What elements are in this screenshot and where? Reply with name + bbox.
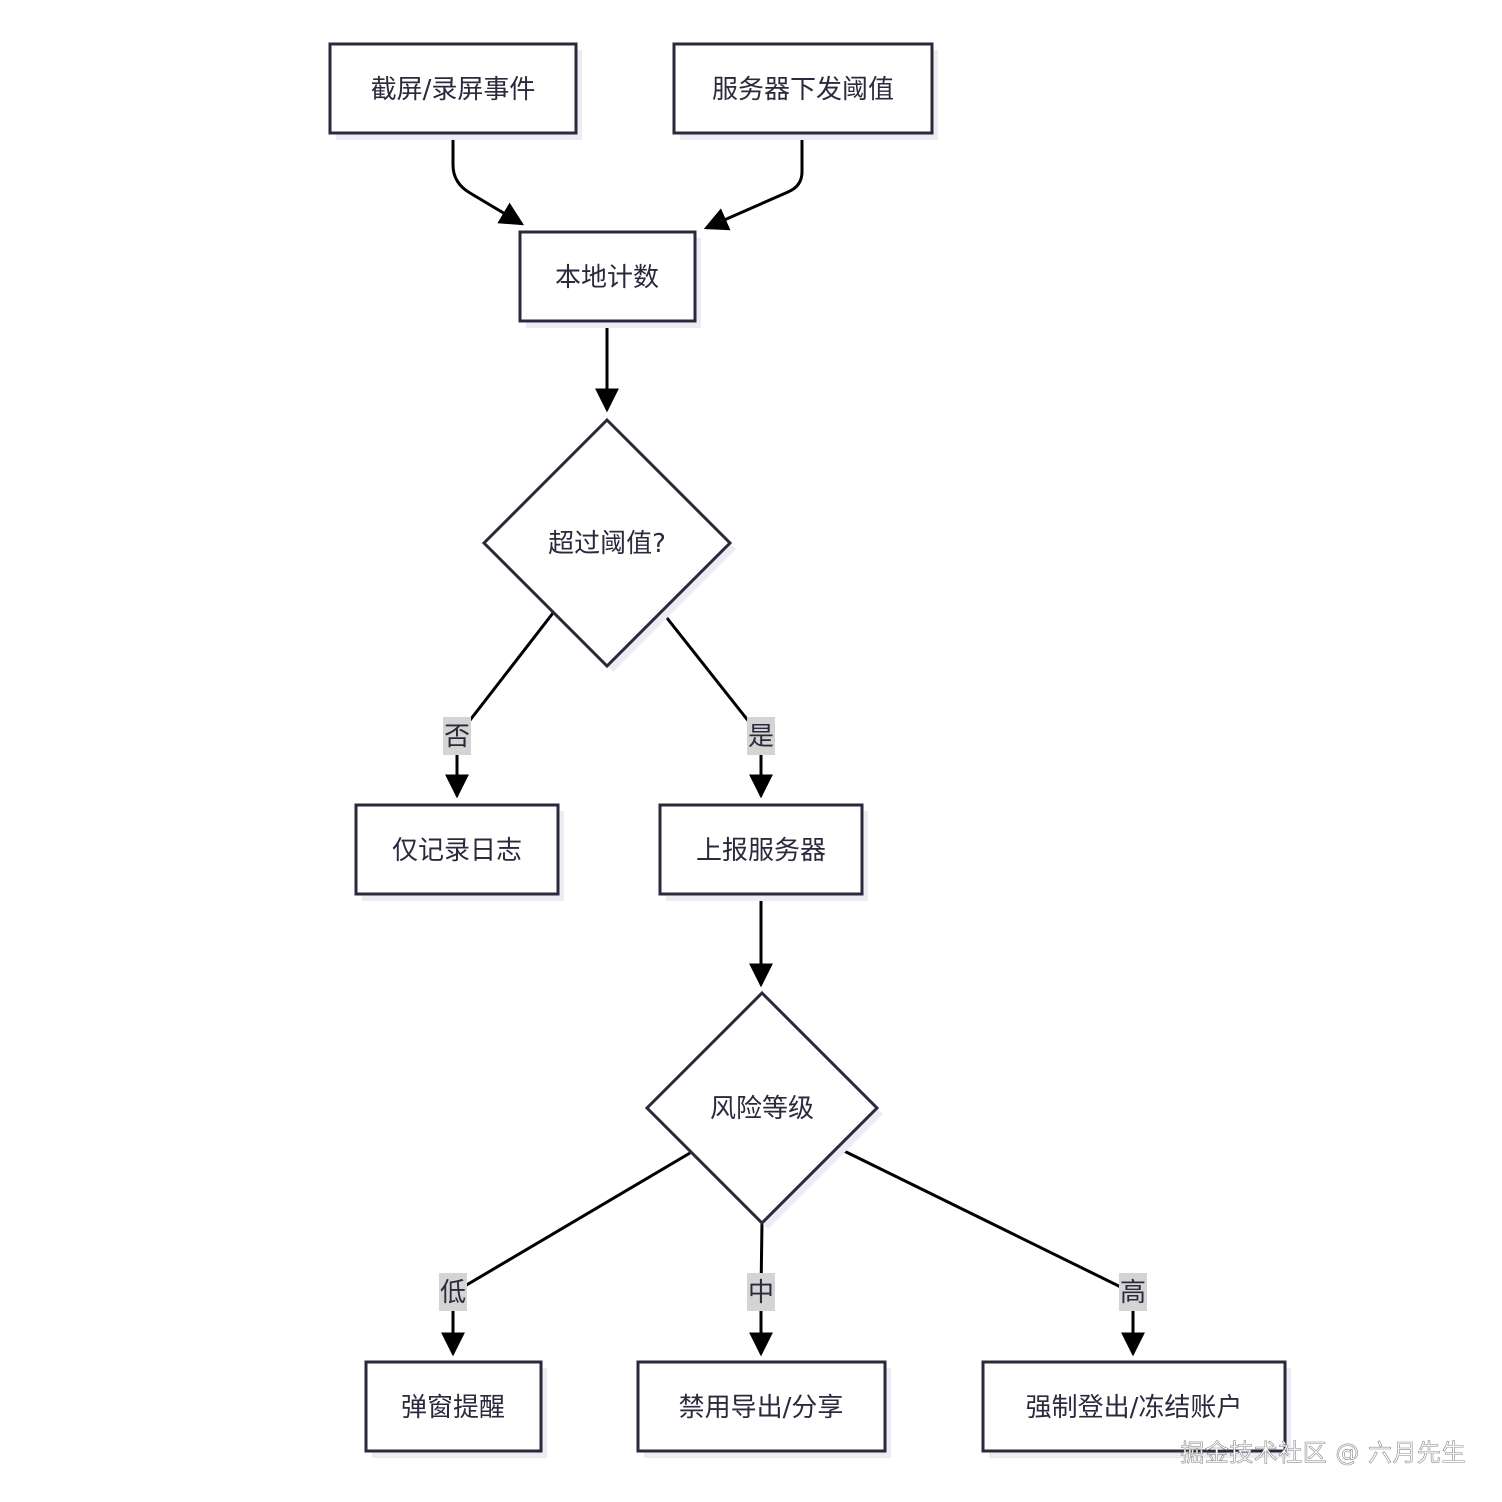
edge-risk-to-logout — [837, 1146, 1145, 1357]
node-risk-level-label: 风险等级 — [710, 1094, 814, 1124]
edge-label-no: 否 — [443, 717, 471, 755]
edge-decision-to-report — [661, 612, 773, 799]
edge-decision-to-log — [445, 612, 555, 799]
node-disable-export-label: 禁用导出/分享 — [679, 1393, 844, 1423]
watermark: 掘金技术社区 @ 六月先生 — [1180, 1439, 1466, 1468]
node-popup-reminder: 弹窗提醒 — [364, 1360, 547, 1458]
node-log-only: 仅记录日志 — [354, 803, 564, 901]
node-disable-export: 禁用导出/分享 — [636, 1360, 891, 1458]
edge-label-low-text: 低 — [440, 1278, 466, 1308]
edge-label-yes-text: 是 — [748, 722, 774, 752]
edge-threshold-to-count — [703, 133, 804, 231]
edge-label-medium-text: 中 — [748, 1278, 774, 1308]
edge-capture-to-count — [451, 133, 525, 226]
node-log-only-label: 仅记录日志 — [392, 836, 522, 866]
edge-labels: 否 是 低 中 高 — [439, 717, 1147, 1311]
edge-label-no-text: 否 — [444, 722, 470, 752]
node-capture-event: 截屏/录屏事件 — [328, 42, 582, 140]
edge-label-low: 低 — [439, 1273, 467, 1311]
nodes: 截屏/录屏事件 服务器下发阈值 本地计数 超过阈值? 仅记录日志 — [328, 42, 1291, 1458]
node-local-count: 本地计数 — [518, 230, 701, 328]
node-report-server: 上报服务器 — [658, 803, 868, 901]
node-server-threshold-label: 服务器下发阈值 — [712, 75, 894, 105]
node-popup-reminder-label: 弹窗提醒 — [401, 1393, 505, 1423]
edge-risk-to-popup — [441, 1151, 691, 1357]
node-report-server-label: 上报服务器 — [696, 836, 826, 866]
edge-label-medium: 中 — [747, 1273, 775, 1311]
edge-label-high-text: 高 — [1120, 1278, 1146, 1308]
edge-label-high: 高 — [1119, 1273, 1147, 1311]
node-exceed-threshold-label: 超过阈值? — [548, 529, 666, 559]
node-risk-level-decision: 风险等级 — [644, 990, 883, 1229]
node-force-logout-label: 强制登出/冻结账户 — [1026, 1393, 1243, 1423]
node-capture-event-label: 截屏/录屏事件 — [371, 75, 536, 105]
node-local-count-label: 本地计数 — [555, 263, 659, 293]
edge-label-yes: 是 — [747, 717, 775, 755]
node-force-logout: 强制登出/冻结账户 — [981, 1360, 1291, 1458]
node-exceed-threshold-decision: 超过阈值? — [481, 417, 736, 672]
node-server-threshold: 服务器下发阈值 — [672, 42, 938, 140]
